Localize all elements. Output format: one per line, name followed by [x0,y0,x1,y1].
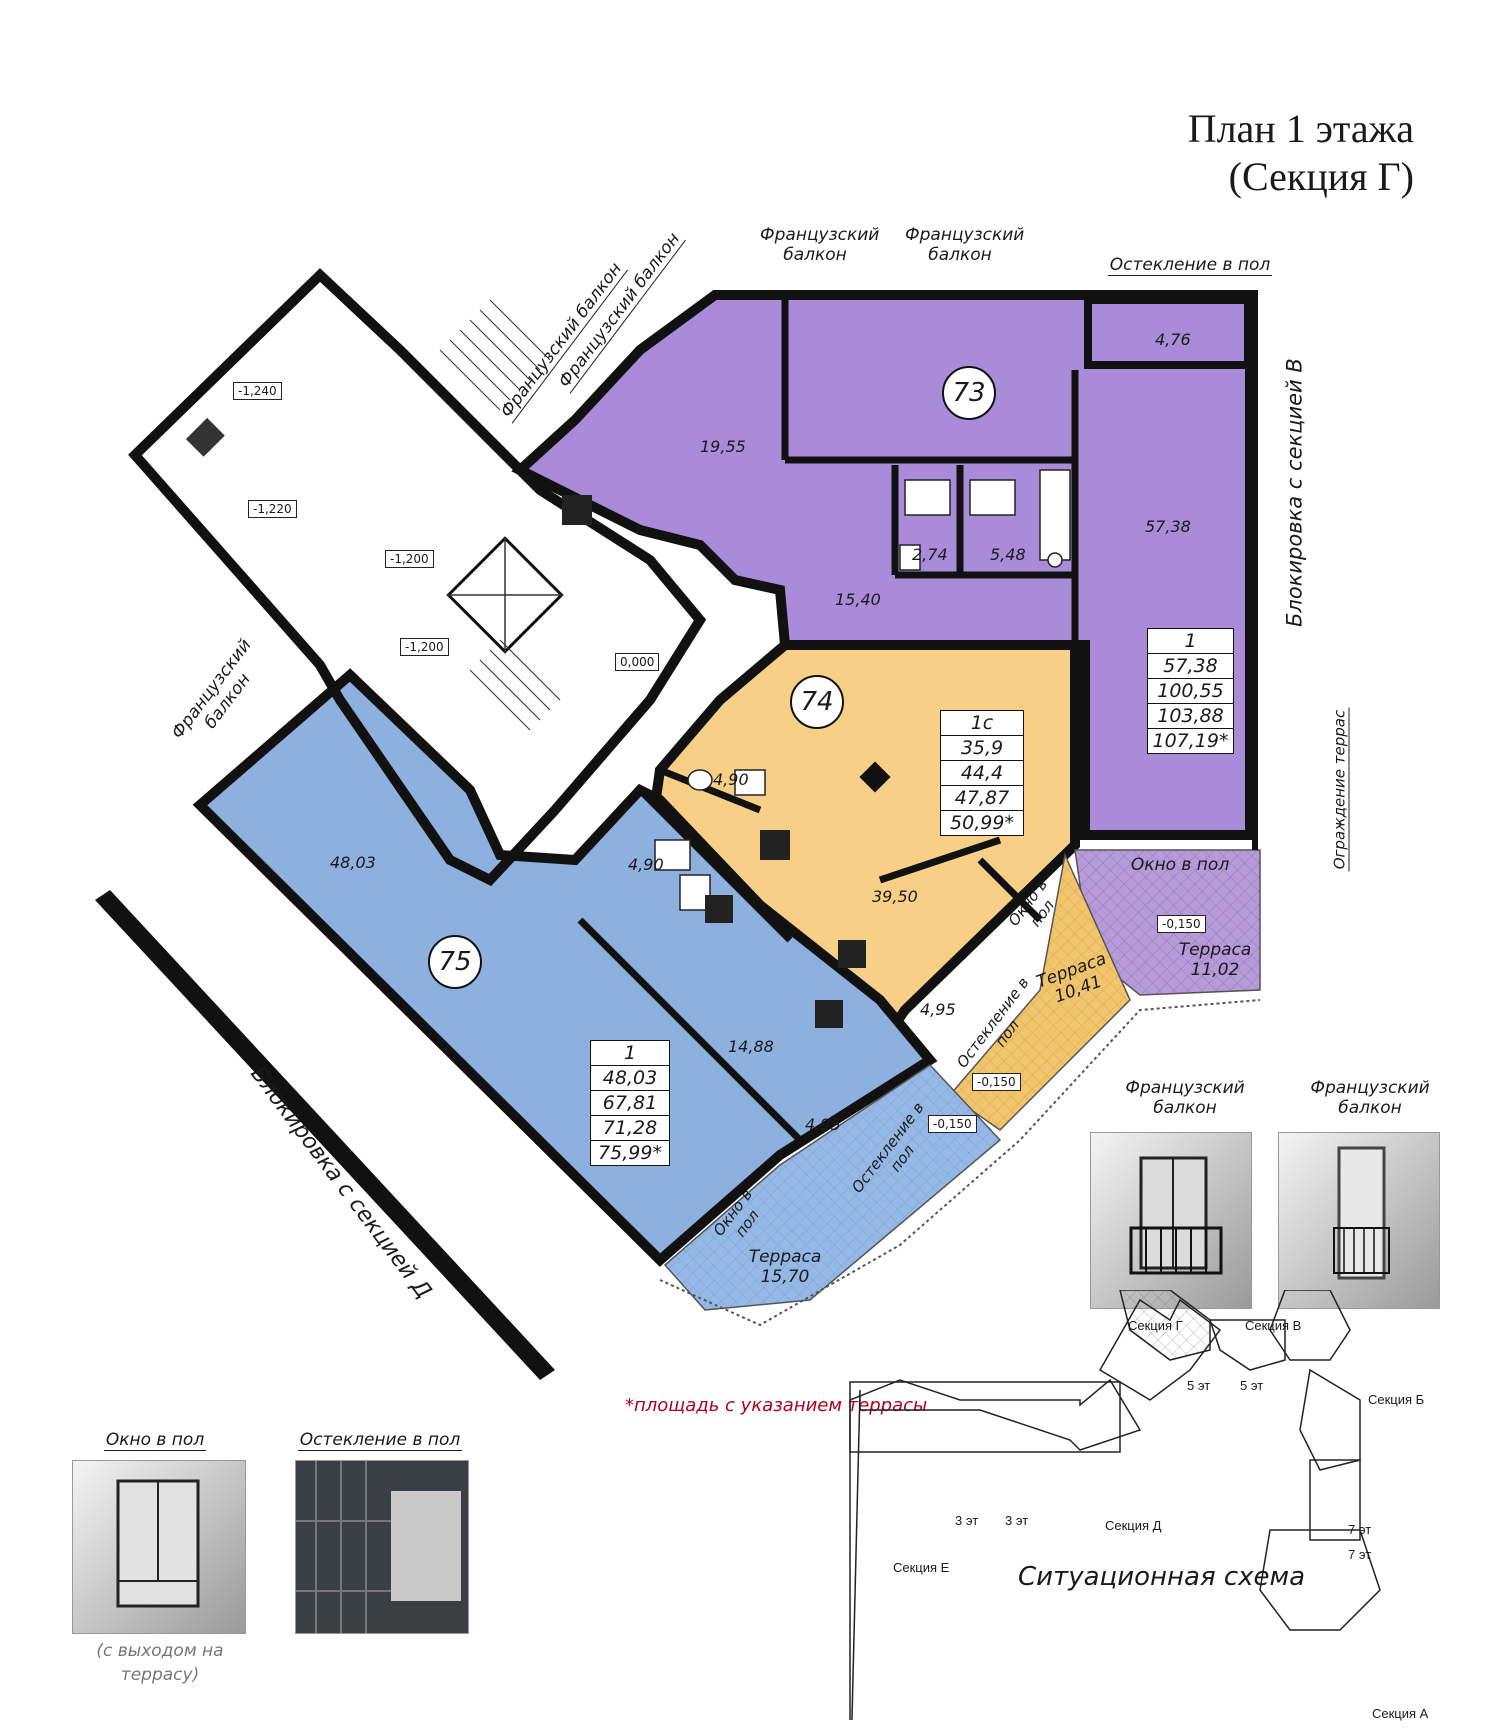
legend-okno-label: Окно в пол [103,1430,207,1452]
room-area: 19,55 [700,437,746,456]
level-mark: -1,220 [248,500,297,518]
scheme-floor-label: 5 эт [1240,1378,1264,1393]
apartment-75-fill [192,668,938,1267]
title-line-2: (Секция Г) [1228,154,1414,199]
stair-icon [185,417,225,457]
situational-scheme [849,1290,1381,1720]
apartment-75-total: 67,81 [591,1091,669,1116]
apartment-74-total: 44,4 [941,761,1023,786]
scheme-section-label: Секция Д [1105,1518,1162,1533]
footnote: *площадь с указанием террасы [625,1395,928,1416]
room-area: 4,76 [1155,330,1191,349]
legend-fb1-label: Французский балкон [1125,1078,1245,1119]
callout-okno-73: Окно в пол [1130,855,1230,875]
room-area: 2,74 [912,545,948,564]
scheme-floor-label: 3 эт [955,1513,979,1528]
level-mark: -1,200 [400,638,449,656]
level-mark: 0,000 [615,653,660,671]
callout-glazing-top: Остекление в пол [1107,255,1273,277]
apartment-73-living: 57,38 [1148,654,1233,679]
scheme-floor-label: 3 эт [1005,1513,1029,1528]
apartment-75-info: 1 48,03 67,81 71,28 75,99* [590,1040,670,1166]
legend-okno-image [72,1460,246,1634]
scheme-section-label: Секция В [1245,1318,1302,1333]
level-mark: -0,150 [1157,915,1206,933]
scheme-title: Ситуационная схема [1018,1562,1306,1592]
room-area: 4,90 [713,770,749,789]
apartment-73-total: 103,88 [1148,704,1233,729]
room-area: 15,40 [835,590,881,609]
title-line-1: План 1 этажа [1187,106,1414,151]
apartment-74-number: 74 [790,675,844,729]
scheme-section-label: Секция Е [893,1560,950,1575]
room-area: 57,38 [1145,517,1191,536]
apartment-73-fill [511,290,1255,840]
apartment-74-living: 35,9 [941,736,1023,761]
stoves [562,495,866,1028]
section-g-highlight [1120,1290,1210,1360]
room-area: 39,50 [872,887,918,906]
apartment-73-number: 73 [942,366,996,420]
terrace-75-hatch [665,1065,1000,1310]
block-wall-v [1252,290,1258,850]
apartment-74-total: 50,99* [950,812,1014,834]
apartment-73-total: 107,19* [1152,730,1229,752]
level-mark: -0,150 [972,1073,1021,1091]
balcony-73 [1084,296,1252,369]
block-wall-d [95,890,555,1380]
scheme-floor-label: 7 эт [1348,1547,1372,1562]
partitions-73 [781,300,1079,640]
scheme-section-label: Секция Б [1368,1392,1425,1407]
level-mark: -1,200 [385,550,434,568]
scheme-floor-label: 5 эт [1187,1378,1211,1393]
room-area: 14,88 [728,1037,774,1056]
scheme-section-label: Секция Г [1128,1318,1183,1333]
level-mark: -1,240 [233,382,282,400]
scheme-floor-label: 7 эт [1348,1522,1372,1537]
legend-glazing-label: Остекление в пол [297,1430,463,1452]
apartment-75-total: 71,28 [591,1116,669,1141]
legend-fb2-image [1278,1132,1440,1309]
legend-okno-note: (с выходом на террасу) [96,1641,224,1685]
callout-fb-top-1: Французский балкон [760,225,880,266]
room-area: 4,90 [628,855,664,874]
apartment-75-total: 75,99* [598,1142,662,1164]
plumbing-fixtures [654,469,1071,911]
apartment-75-living: 48,03 [591,1066,669,1091]
room-area: 48,03 [330,853,376,872]
terrace-75-label: Терраса 15,70 [748,1247,822,1288]
apartment-74-total: 47,87 [941,786,1023,811]
terrace-73-label: Терраса 11,02 [1178,940,1252,981]
terrace-fence [659,999,1261,1327]
scheme-section-label: Секция А [1372,1706,1429,1721]
room-area: 4,95 [920,1000,956,1019]
apartment-73-total: 100,55 [1148,679,1233,704]
legend-glazing-image [295,1460,469,1634]
apartment-73-info: 1 57,38 100,55 103,88 107,19* [1147,628,1234,754]
apartment-73-rooms: 1 [1148,629,1233,654]
callout-block-v: Блокировка с секцией В [1282,358,1307,627]
apartment-74-rooms: 1с [941,711,1023,736]
apartment-75-number: 75 [428,935,482,989]
level-mark: -0,150 [928,1115,977,1133]
elevator-shaft [446,536,564,654]
partitions-74-75 [577,766,1043,1143]
common-area [128,268,707,887]
callout-fence: Ограждение террас [1330,707,1350,872]
terrace-74-hatch [950,855,1130,1130]
room-area: 5,48 [990,545,1026,564]
legend-fb1-image [1090,1132,1252,1309]
apartment-75-rooms: 1 [591,1041,669,1066]
legend-fb2-label: Французский балкон [1310,1078,1430,1119]
apartment-74-info: 1с 35,9 44,4 47,87 50,99* [940,710,1024,836]
stairs [439,299,561,731]
room-area: 4,95 [805,1115,841,1134]
callout-fb-top-2: Французский балкон [905,225,1025,266]
page-title: План 1 этажа (Секция Г) [1188,105,1414,201]
